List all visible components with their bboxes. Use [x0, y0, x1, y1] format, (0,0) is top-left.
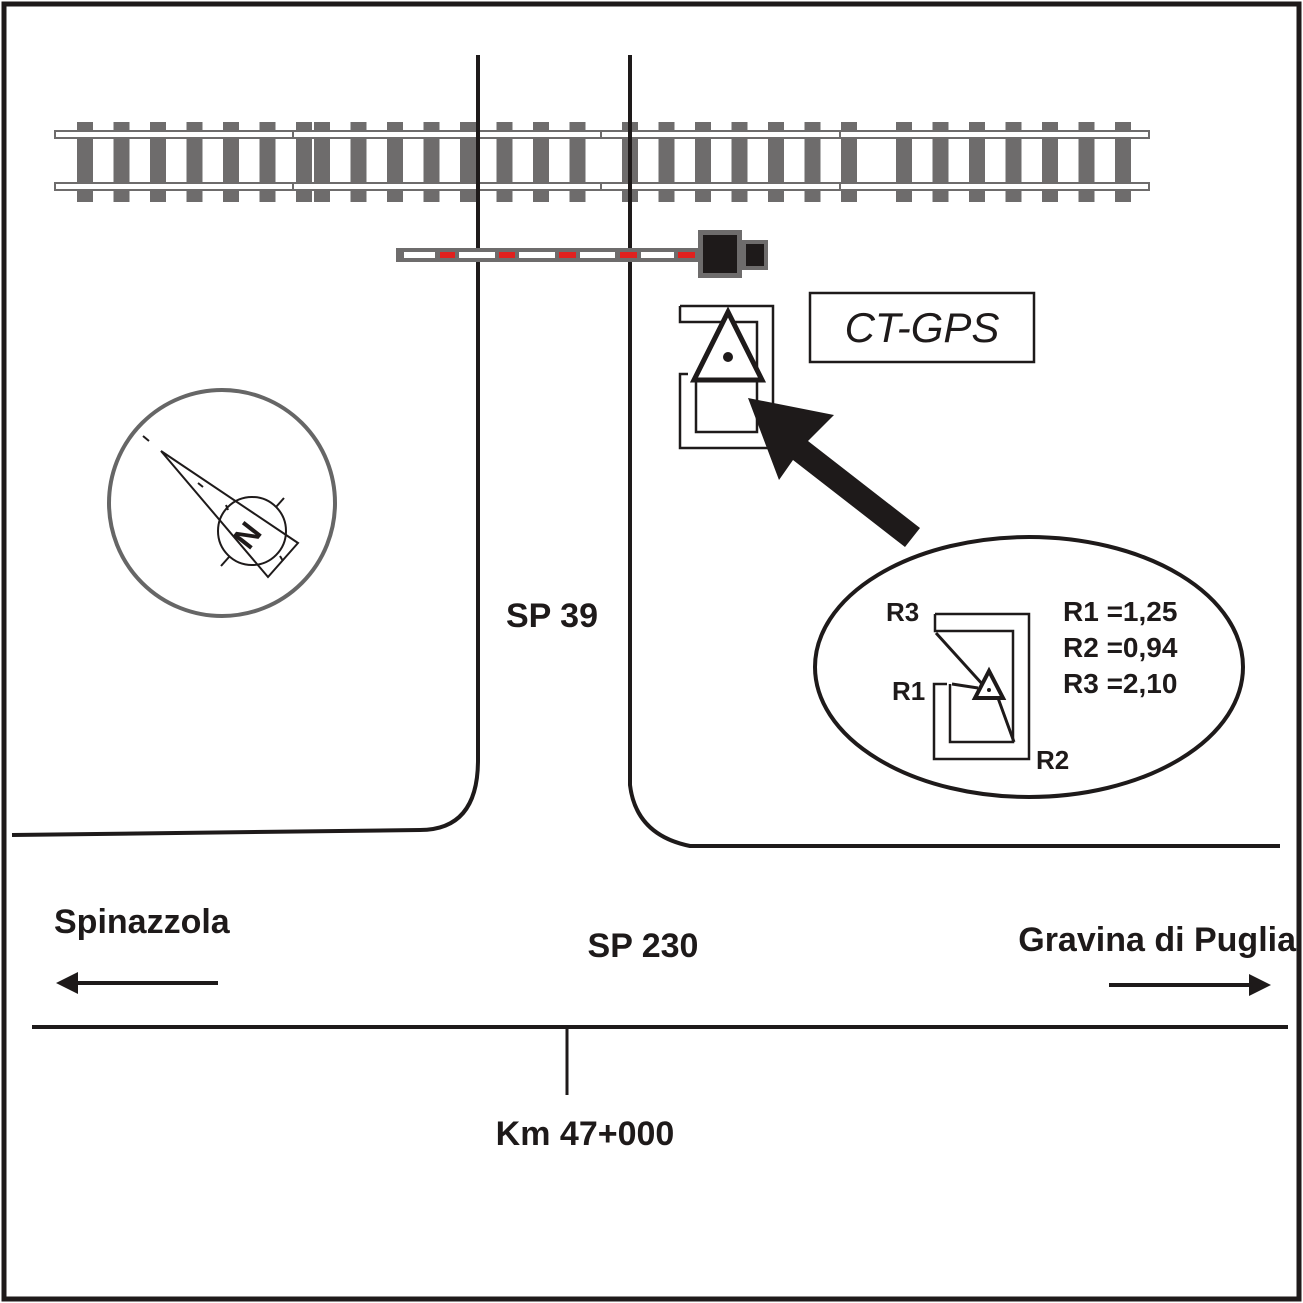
rail-top: [54, 130, 294, 139]
station-label-box: CT-GPS: [808, 291, 1036, 364]
reference-line-r2: [996, 697, 1016, 743]
reference-line-r3: [934, 631, 986, 688]
callout-arrow-icon: [748, 398, 920, 547]
reference-point-r2-tag: R2: [1036, 745, 1069, 775]
barrier-stripe-white: [404, 252, 435, 258]
rail-top: [292, 130, 602, 139]
road-sp39-left-edge: [11, 55, 480, 837]
barrier-stripe-red: [678, 252, 695, 258]
barrier-stripe-red: [499, 252, 515, 258]
rail-bottom: [292, 182, 602, 191]
rail-bottom: [54, 182, 294, 191]
road-sp39-label: SP 39: [506, 597, 598, 635]
reference-line-r1: [951, 682, 979, 690]
km-marker-label: Km 47+000: [496, 1115, 675, 1153]
barrier-stripe-white: [519, 252, 555, 258]
reference-point-r3-tag: R3: [886, 597, 919, 627]
barrier-stripe-red: [440, 252, 455, 258]
railway-track-icon: [54, 122, 1150, 202]
road-sp39-right-edge: [628, 55, 1280, 848]
arrow-right-icon: [1109, 974, 1271, 996]
reference-value-r2: R2 =0,94: [1063, 632, 1178, 663]
reference-detail-callout: R3 R1 R2 R1 =1,25 R2 =0,94 R3 =2,10: [813, 535, 1245, 799]
reference-value-r3: R3 =2,10: [1063, 668, 1177, 699]
level-crossing-barrier-icon: [396, 230, 768, 278]
direction-left-label: Spinazzola: [54, 903, 231, 941]
barrier-stripe-white: [580, 252, 615, 258]
station-name-label: CT-GPS: [845, 304, 1000, 351]
rail-top: [600, 130, 841, 139]
barrier-stripe-white: [641, 252, 674, 258]
rail-bottom: [839, 182, 1150, 191]
direction-right-label: Gravina di Puglia: [1018, 921, 1297, 959]
rail-bottom: [600, 182, 841, 191]
barrier-stripe-red: [620, 252, 637, 258]
reference-value-r1: R1 =1,25: [1063, 596, 1177, 627]
rail-top: [839, 130, 1150, 139]
survey-benchmark-triangle-icon: [678, 304, 775, 450]
reference-point-r1-tag: R1: [892, 676, 925, 706]
barrier-stripe-white: [459, 252, 495, 258]
barrier-stripe-red: [559, 252, 576, 258]
arrow-left-icon: [56, 972, 218, 994]
road-sp230-label: SP 230: [588, 927, 699, 965]
